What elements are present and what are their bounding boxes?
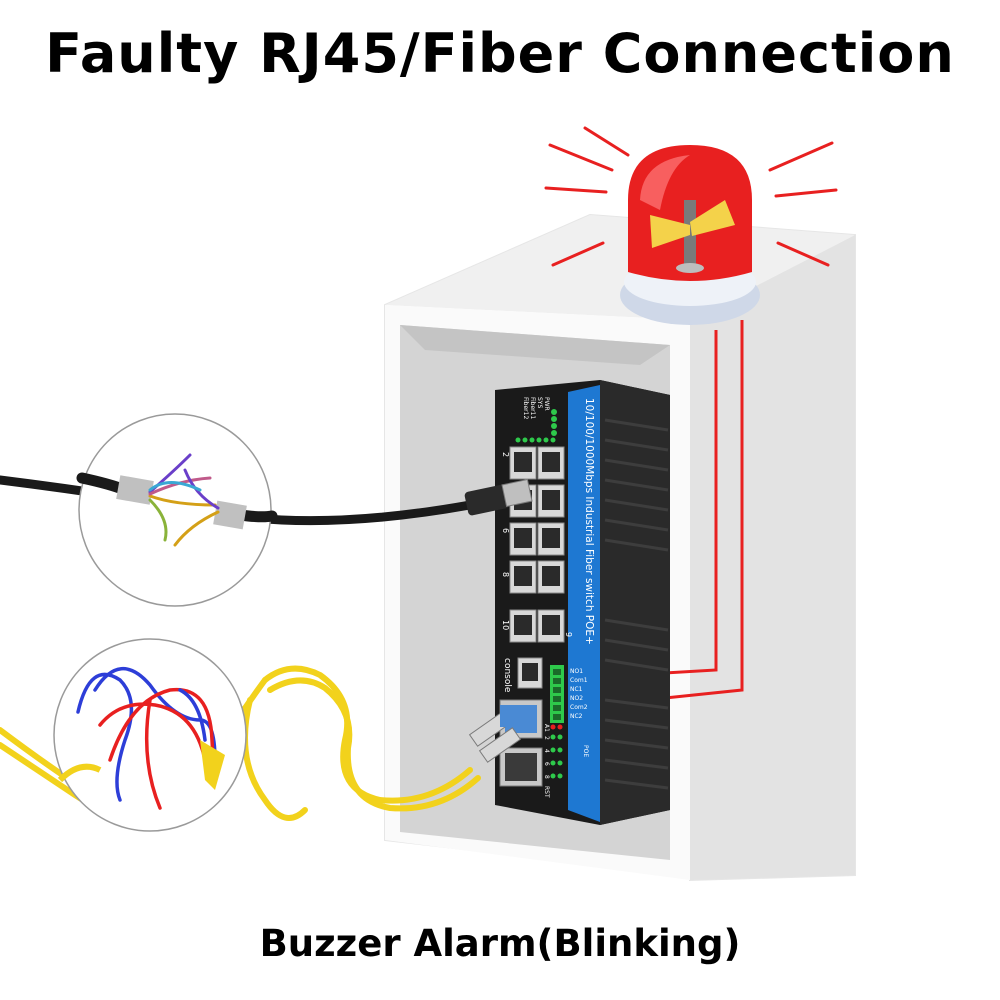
bottom-label-6: 6 [543, 762, 550, 766]
fiber-connector [468, 705, 522, 763]
port-number-10: 10 [501, 620, 510, 630]
port-number-6: 6 [501, 528, 510, 533]
port-number-8: 8 [501, 572, 510, 577]
bottom-leds [550, 724, 563, 779]
bottom-label-8: 8 [543, 775, 550, 779]
relay-label-no1: NO1 [570, 668, 583, 675]
relay-label-nc1: NC1 [570, 686, 583, 693]
industrial-switch: 10/100/1000Mbps Industrial Fiber switch … [495, 380, 670, 825]
status-leds: PWR SYS Fiber11 Fiber12 [515, 397, 557, 443]
led-label-fiber12: Fiber12 [522, 397, 529, 419]
relay-label-nc2: NC2 [570, 713, 583, 720]
page-title: Faulty RJ45/Fiber Connection [45, 22, 955, 85]
bottom-label-2: 2 [543, 736, 550, 740]
damaged-fiber-detail-icon [53, 638, 247, 832]
caption: Buzzer Alarm(Blinking) [259, 922, 741, 965]
bottom-label-a1: A1 [543, 724, 550, 732]
led-label-pwr: PWR [543, 397, 550, 411]
relay-label-com1: Com1 [570, 677, 588, 684]
alarm-beacon-icon [544, 126, 838, 325]
port-number-9: 9 [564, 632, 573, 637]
poe-label: POE [582, 745, 589, 757]
switch-model-text: 10/100/1000Mbps Industrial Fiber switch … [583, 398, 595, 645]
relay-label-com2: Com2 [570, 704, 588, 711]
led-label-fiber11: Fiber11 [529, 397, 536, 419]
led-label-sys: SYS [536, 397, 543, 408]
damaged-cable-detail-icon [76, 413, 278, 607]
relay-label-no2: NO2 [570, 695, 583, 702]
port-number-2: 2 [501, 452, 510, 457]
bottom-label-rst: RST [543, 786, 550, 798]
console-label: console [502, 658, 512, 693]
bottom-label-4: 4 [543, 749, 550, 753]
